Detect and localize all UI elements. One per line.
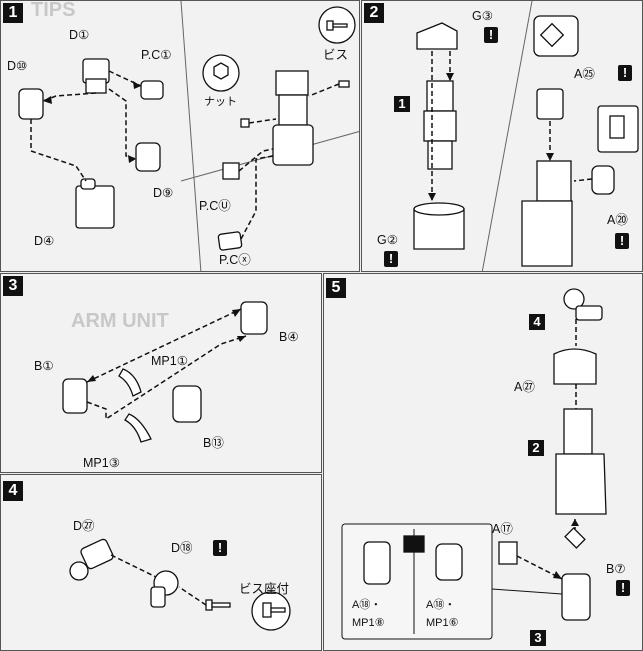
step-3-panel: ARM UNIT 3 xyxy=(0,273,322,473)
warning-badge: ! xyxy=(616,580,630,596)
label-a17: A⑰ xyxy=(492,522,513,536)
label-d1: D① xyxy=(69,28,90,42)
step-number: 4 xyxy=(3,481,23,501)
step-number: 2 xyxy=(364,3,384,23)
step-5-drawing xyxy=(341,288,607,640)
warning-badge: ! xyxy=(615,233,629,249)
label-option-a-mp: MP1⑧ xyxy=(352,617,385,629)
label-pc-x: P.Cⓧ xyxy=(219,253,251,267)
step-2-panel: 2 xyxy=(361,0,643,272)
label-pc-i: P.C① xyxy=(141,48,172,62)
step-1-drawing xyxy=(18,1,359,271)
label-a27: A㉗ xyxy=(514,380,535,394)
label-option-b: A⑱・ xyxy=(426,599,456,611)
warning-badge: ! xyxy=(384,251,398,267)
sub-assembly-2: 2 xyxy=(528,440,544,456)
warning-badge: ! xyxy=(213,540,227,556)
step-1-panel: TIPS 1 xyxy=(0,0,360,272)
label-g3: G③ xyxy=(472,9,493,23)
label-b4: B④ xyxy=(279,330,299,344)
label-option-a: A⑱・ xyxy=(352,599,382,611)
label-bis: ビス xyxy=(323,48,349,62)
sub-assembly-4: 4 xyxy=(529,314,545,330)
label-d27: D㉗ xyxy=(73,519,95,533)
label-b1: B① xyxy=(34,359,54,373)
step-4-panel: 4 D㉗ D⑱ ! ビ xyxy=(0,474,322,651)
label-d10: D⑩ xyxy=(7,59,28,73)
step-number: 5 xyxy=(326,278,346,298)
label-option-b-mp: MP1⑥ xyxy=(426,617,459,629)
step-number: 1 xyxy=(3,3,23,23)
label-b7: B⑦ xyxy=(606,562,626,576)
label-mp1-1: MP1① xyxy=(151,354,188,368)
step-3-drawing xyxy=(62,301,268,443)
sub-assembly-1: 1 xyxy=(394,96,410,112)
step-number: 3 xyxy=(3,276,23,296)
header-fragment: ARM UNIT xyxy=(71,310,169,332)
label-d4: D④ xyxy=(34,234,55,248)
label-pc-u: P.CⓊ xyxy=(199,199,231,213)
label-b13: B⑬ xyxy=(203,436,224,450)
label-bis-washer: ビス座付 xyxy=(239,582,290,596)
step-5-panel: 5 xyxy=(323,273,643,651)
label-mp1-3: MP1③ xyxy=(83,456,120,470)
label-g2: G② xyxy=(377,233,398,247)
label-d18: D⑱ xyxy=(171,541,193,555)
label-d9: D⑨ xyxy=(153,186,174,200)
label-nut: ナット xyxy=(204,96,237,108)
label-a25: A㉕ xyxy=(574,67,595,81)
warning-badge: ! xyxy=(618,65,632,81)
header-fragment: TIPS xyxy=(31,0,76,21)
warning-badge: ! xyxy=(484,27,498,43)
sub-assembly-3: 3 xyxy=(530,630,546,646)
label-a20: A⑳ xyxy=(607,213,628,227)
step-2-drawing xyxy=(413,1,639,271)
step-4-drawing xyxy=(69,538,291,631)
